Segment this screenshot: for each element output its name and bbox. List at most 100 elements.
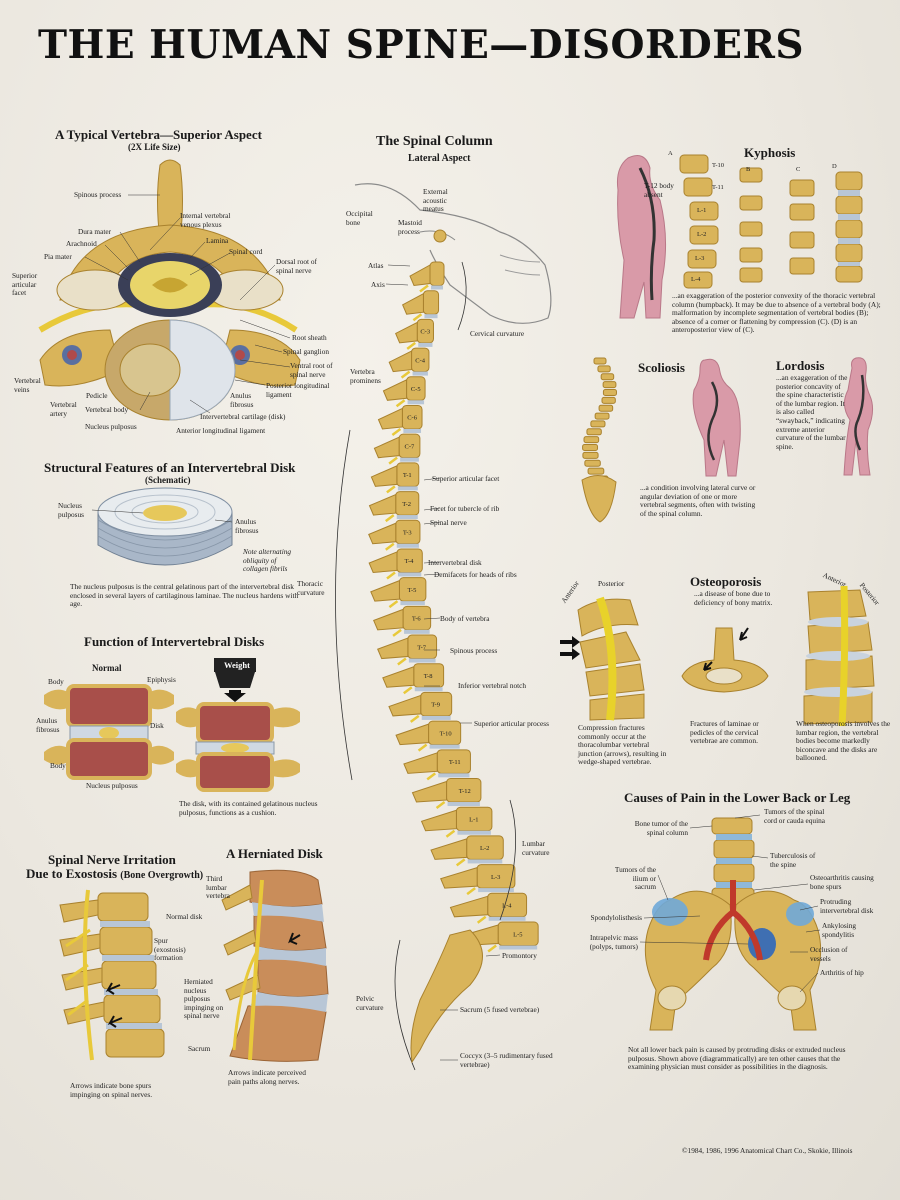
spinal-nerve (476, 915, 487, 924)
vertebra-segment-label: T-1 (403, 472, 412, 479)
herniated-caption: Arrows indicate perceived pain paths alo… (228, 1068, 306, 1086)
spinous-process (373, 436, 400, 459)
label-sup-process: Superior articular process (474, 719, 549, 728)
kyphosis-letter-c: C (796, 166, 801, 173)
scoliosis-vertebra (582, 444, 599, 452)
scoliosis-vertebra (584, 459, 601, 467)
label-cervical: Cervical curvature (470, 329, 525, 338)
spinal-nerve (445, 829, 456, 838)
label-atlas: Atlas (368, 261, 384, 270)
label-spinal-ganglion: Spinal ganglion (283, 347, 330, 356)
scoliosis-vertebra (600, 373, 615, 381)
spinous-process (449, 895, 489, 918)
spinal-nerve (419, 284, 429, 293)
label-vertebral-veins: Vertebral veins (14, 376, 41, 394)
label-lamina: Lamina (206, 236, 229, 245)
spinous-process (401, 292, 424, 315)
osteoporosis-cap2: Fractures of laminae or pedicles of the … (690, 719, 759, 746)
spinal-nerve (455, 858, 466, 867)
label-intrapelvic: Intrapelvic mass (polyps, tumors) (589, 933, 638, 951)
disk-structure-caption: The nucleus pulposus is the central gela… (70, 582, 299, 609)
spinal-nerve (466, 887, 476, 896)
vertebra-segment-label: T-5 (408, 587, 417, 594)
intervertebral-disk (407, 400, 425, 405)
spinal-nerve (392, 628, 402, 637)
disk-label-nucleus: Nucleus pulposus (58, 501, 84, 519)
spinal-nerve (388, 456, 398, 465)
label-sacrum-h: Sacrum (188, 1044, 211, 1053)
vertebra-segment-label: T-12 (459, 788, 471, 795)
label-tumors-cord: Tumors of the spinal cord or cauda equin… (764, 807, 825, 825)
label-fn-disk: Disk (150, 721, 164, 730)
disk-label-anulus: Anulus fibrosus (235, 517, 259, 535)
vertebra-segment-label: C-5 (411, 386, 421, 393)
nerve-irritation-heading2: Due to Exostosis (Bone Overgrowth) (26, 866, 204, 881)
label-root-sheath: Root sheath (292, 333, 327, 342)
label-posterior-ligament: Posterior longitudinal ligament (266, 381, 330, 399)
intervertebral-disk (429, 744, 460, 749)
disk-structure-heading: Structural Features of an Intervertebral… (44, 460, 296, 475)
label-axis: Axis (371, 280, 385, 289)
kyph-seg-t11: T-11 (712, 184, 724, 191)
copyright: ©1984, 1986, 1996 Anatomical Chart Co., … (682, 1146, 853, 1155)
scoliosis-vertebra (593, 357, 607, 365)
vertebra-segment-label: L-4 (502, 903, 512, 910)
label-thoracic: Thoracic curvature (297, 579, 325, 597)
vertebra-segment-label: T-4 (405, 558, 415, 565)
disk-function-illustration (44, 658, 300, 792)
scoliosis-heading: Scoliosis (638, 360, 685, 375)
scoliosis-vertebra (590, 420, 606, 428)
disk-schematic (91, 487, 233, 566)
herniated-illustration (221, 869, 329, 1062)
kyph-seg-l4: L-4 (691, 276, 701, 283)
spinous-process (370, 579, 400, 602)
kyphosis-letter-b: B (746, 166, 751, 173)
vertebra-subheading: (2X Life Size) (128, 142, 181, 152)
label-sup-facet: Superior articular facet (432, 474, 500, 483)
label-spinous: Spinous process (450, 646, 498, 655)
spinous-process (395, 321, 418, 344)
label-normal-disk: Normal disk (166, 912, 203, 921)
vertebra-segment-label: T-10 (440, 730, 452, 737)
vertebra-heading: A Typical Vertebra—Superior Aspect (55, 127, 262, 142)
label-spur: Spur (exostosis) formation (154, 936, 186, 962)
label-t12-absent: T-12 body absent (644, 181, 674, 199)
scoliosis-vertebra (582, 451, 599, 459)
label-epiphysis: Epiphysis (147, 675, 176, 684)
spinal-nerve (386, 571, 396, 580)
intervertebral-disk (418, 342, 433, 347)
vertebra-segment-label: C-7 (405, 443, 416, 450)
vertebra-segment-label: C-4 (415, 357, 426, 364)
scoliosis-vertebra (598, 404, 614, 412)
vertebra-illustration (38, 159, 301, 421)
kyph-seg-t10: T-10 (712, 162, 725, 169)
lordosis-heading: Lordosis (776, 358, 825, 373)
label-protruding: Protruding intervertebral disk (820, 897, 874, 915)
intervertebral-disk (467, 859, 503, 864)
spinal-nerve (487, 944, 497, 953)
spinous-process (373, 608, 404, 631)
spinal-nerve (417, 743, 428, 752)
label-internal-plexus: Internal vertebral venous plexus (180, 211, 231, 229)
label-posterior-1: Posterior (598, 579, 625, 588)
label-superior-facet: Superior articular facet (12, 271, 38, 297)
label-body-top: Body (48, 677, 64, 686)
spinous-process (377, 407, 403, 430)
intervertebral-disk (438, 773, 470, 778)
intervertebral-disk (488, 916, 526, 921)
pelvis-illustration (639, 814, 822, 1031)
kyph-seg-l2: L-2 (697, 231, 707, 238)
kyphosis-heading: Kyphosis (744, 145, 796, 160)
spinous-process (368, 522, 397, 545)
lower-back-heading: Causes of Pain in the Lower Back or Leg (624, 790, 851, 805)
label-anulus: Anulus fibrosus (230, 391, 254, 409)
spinal-nerve (386, 485, 396, 494)
spinous-process (382, 666, 415, 688)
label-body-vertebra: Body of vertebra (440, 614, 490, 623)
label-inf-notch: Inferior vertebral notch (458, 681, 527, 690)
label-arachnoid: Arachnoid (66, 239, 97, 248)
intervertebral-disk (421, 715, 451, 720)
spinous-process (440, 866, 478, 889)
scoliosis-vertebra (583, 436, 600, 444)
label-tuberculosis: Tuberculosis of the spine (770, 851, 816, 869)
